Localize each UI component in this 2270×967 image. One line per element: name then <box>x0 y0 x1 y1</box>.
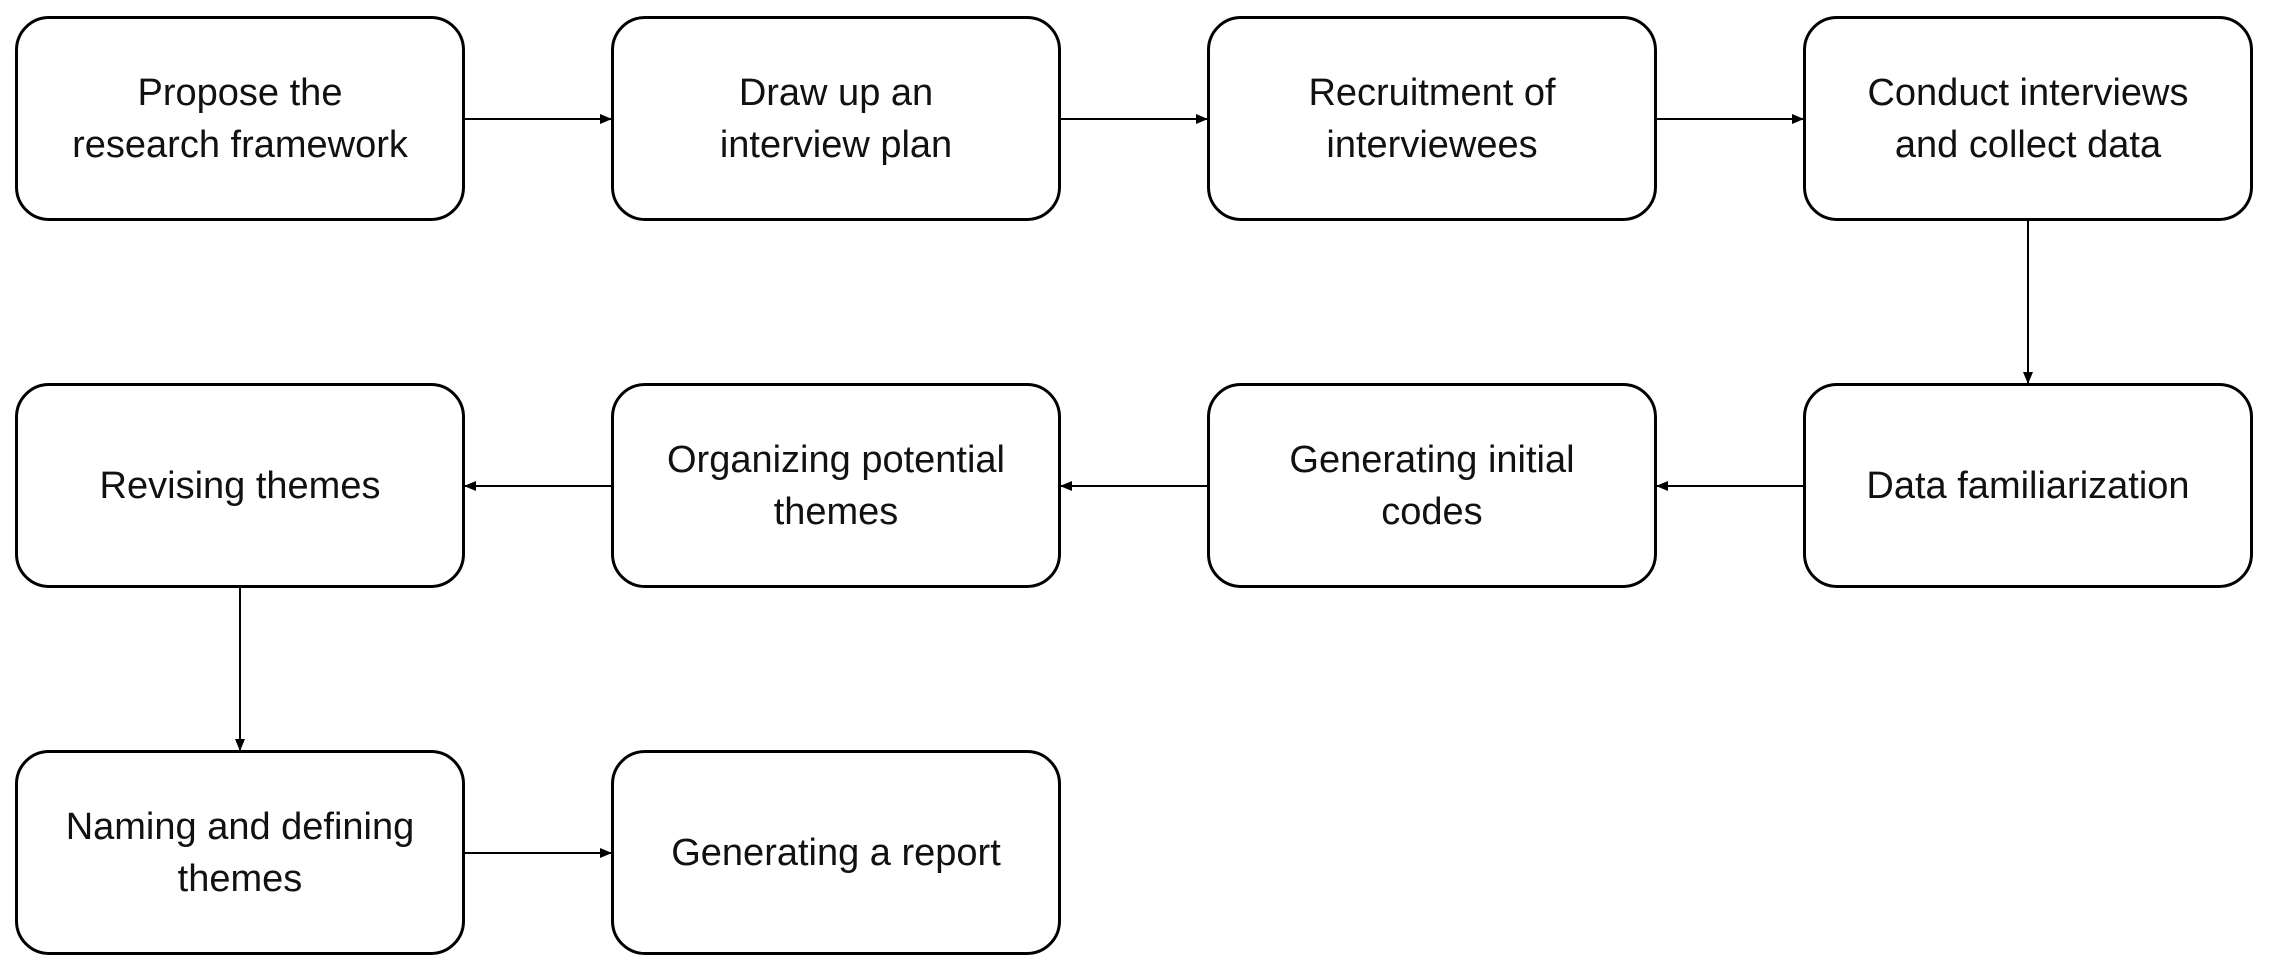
step-label: Recruitment of interviewees <box>1308 71 1556 166</box>
step-naming-themes: Naming and defining themes <box>15 750 465 955</box>
step-initial-codes: Generating initial codes <box>1207 383 1657 588</box>
step-interview-plan: Draw up an interview plan <box>611 16 1061 221</box>
step-revising-themes: Revising themes <box>15 383 465 588</box>
step-organizing-themes: Organizing potential themes <box>611 383 1061 588</box>
step-recruitment: Recruitment of interviewees <box>1207 16 1657 221</box>
step-label: Generating a report <box>671 831 1001 874</box>
step-label: Generating initial codes <box>1289 438 1575 533</box>
step-data-familiarization: Data familiarization <box>1803 383 2253 588</box>
step-label: Propose the research framework <box>72 71 408 166</box>
step-label: Organizing potential themes <box>667 438 1005 533</box>
step-propose-framework: Propose the research framework <box>15 16 465 221</box>
step-label: Conduct interviews and collect data <box>1867 71 2189 166</box>
step-generating-report: Generating a report <box>611 750 1061 955</box>
step-label: Naming and defining themes <box>65 805 415 900</box>
step-label: Data familiarization <box>1866 464 2190 507</box>
step-label: Revising themes <box>99 464 381 507</box>
step-conduct-interviews: Conduct interviews and collect data <box>1803 16 2253 221</box>
step-label: Draw up an interview plan <box>719 71 953 166</box>
